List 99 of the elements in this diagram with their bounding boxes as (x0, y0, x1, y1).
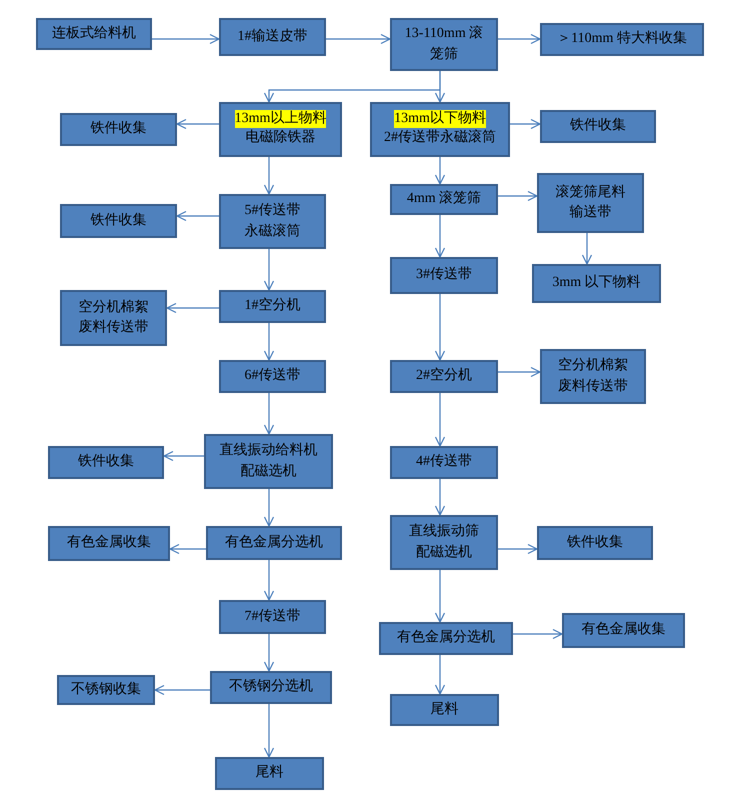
arrow (498, 544, 538, 554)
arrow (434, 71, 446, 103)
box-label: 3mm 以下物料 (552, 274, 641, 292)
box-label: 尾料 (430, 700, 458, 719)
arrow (169, 544, 206, 554)
process-box (60, 290, 167, 346)
process-box (390, 257, 498, 294)
arrow (498, 190, 538, 202)
process-box (540, 110, 656, 143)
box-label: 铁件收集 (78, 452, 134, 472)
process-box (219, 102, 342, 157)
box-label: 13-110mm 滚笼筛 (404, 24, 484, 64)
arrow (176, 118, 219, 130)
arrow (163, 450, 204, 462)
box-label: 4mm 滚笼筛 (406, 189, 482, 208)
arrow (498, 366, 541, 378)
process-box (370, 102, 510, 157)
box-label: 滚笼筛尾料输送带 (554, 183, 626, 222)
box-label: 不锈钢收集 (71, 680, 141, 699)
arrow (326, 34, 391, 44)
box-label: 7#传送带 (244, 608, 300, 626)
box-label: ＞110mm 特大料收集 (557, 30, 687, 48)
box-label: 连板式给料机 (52, 24, 136, 43)
box-label: 3#传送带 (416, 266, 472, 284)
box-label: 空分机棉絮废料传送带 (557, 356, 629, 396)
process-box (204, 434, 333, 489)
process-box (219, 600, 326, 634)
arrow (264, 489, 274, 527)
process-box (390, 515, 498, 570)
box-label: 尾料 (256, 764, 284, 782)
box-label: 电磁除铁器 (246, 128, 316, 148)
process-box (219, 194, 326, 249)
process-box (206, 526, 342, 560)
arrow (264, 323, 274, 361)
box-label: 有色金属分选机 (225, 534, 323, 552)
arrow (264, 704, 274, 758)
box-label: 铁件收集 (570, 116, 626, 136)
arrow (513, 628, 563, 640)
box-label: 有色金属分选机 (397, 628, 495, 648)
highlighted-label: 13mm以上物料 (234, 110, 326, 128)
box-label: 1#空分机 (244, 296, 300, 316)
arrow (264, 560, 274, 601)
box-label: 直线振动筛配磁选机 (408, 522, 480, 562)
box-label: 直线振动给料机配磁选机 (218, 442, 318, 480)
arrow (176, 210, 219, 222)
arrow (434, 570, 446, 623)
process-box (36, 18, 152, 50)
process-box (390, 184, 498, 215)
process-box (48, 526, 170, 561)
arrow (498, 34, 541, 44)
process-box (537, 173, 644, 233)
process-box (532, 264, 661, 303)
box-label: 有色金属收集 (67, 534, 151, 552)
box-label: 4#传送带 (416, 452, 472, 472)
box-label: 不锈钢分选机 (229, 678, 313, 696)
arrow (152, 34, 220, 44)
arrow (434, 157, 446, 185)
box-label: 有色金属收集 (582, 620, 666, 640)
arrow (154, 684, 210, 696)
box-label: 铁件收集 (90, 212, 146, 230)
process-box (390, 18, 498, 71)
process-box (540, 23, 704, 56)
process-box (379, 622, 513, 655)
arrow (264, 634, 274, 672)
arrow (434, 215, 446, 258)
process-box (215, 757, 324, 790)
process-box (60, 204, 177, 238)
arrow (434, 479, 446, 516)
process-box (210, 671, 332, 704)
arrow (264, 393, 274, 435)
arrow (264, 249, 274, 291)
box-label: 2#传送带永磁滚筒 (384, 128, 496, 148)
box-label: 1#输送皮带 (238, 28, 308, 46)
process-box (562, 613, 685, 648)
box-label: 6#传送带 (244, 366, 300, 386)
box-label: 空分机棉絮废料传送带 (78, 298, 150, 337)
arrow (434, 294, 446, 361)
box-label: 5#传送带永磁滚筒 (244, 202, 302, 240)
process-box (48, 446, 164, 479)
process-box (537, 526, 653, 560)
process-box (390, 360, 498, 393)
process-box (219, 290, 326, 323)
process-box (219, 18, 326, 56)
process-box (540, 349, 646, 404)
arrow (166, 302, 219, 314)
arrow (434, 393, 446, 447)
box-label: 2#空分机 (416, 366, 472, 386)
arrow (434, 655, 446, 695)
arrow (510, 118, 541, 130)
arrow (264, 157, 274, 195)
process-box (390, 446, 498, 479)
box-label: 铁件收集 (567, 534, 623, 552)
process-box (57, 675, 155, 705)
process-box (60, 113, 177, 146)
process-box (219, 360, 326, 393)
arrow (582, 233, 592, 265)
box-label: 铁件收集 (90, 120, 146, 138)
highlighted-label: 13mm以下物料 (394, 110, 486, 128)
process-box (390, 694, 499, 726)
